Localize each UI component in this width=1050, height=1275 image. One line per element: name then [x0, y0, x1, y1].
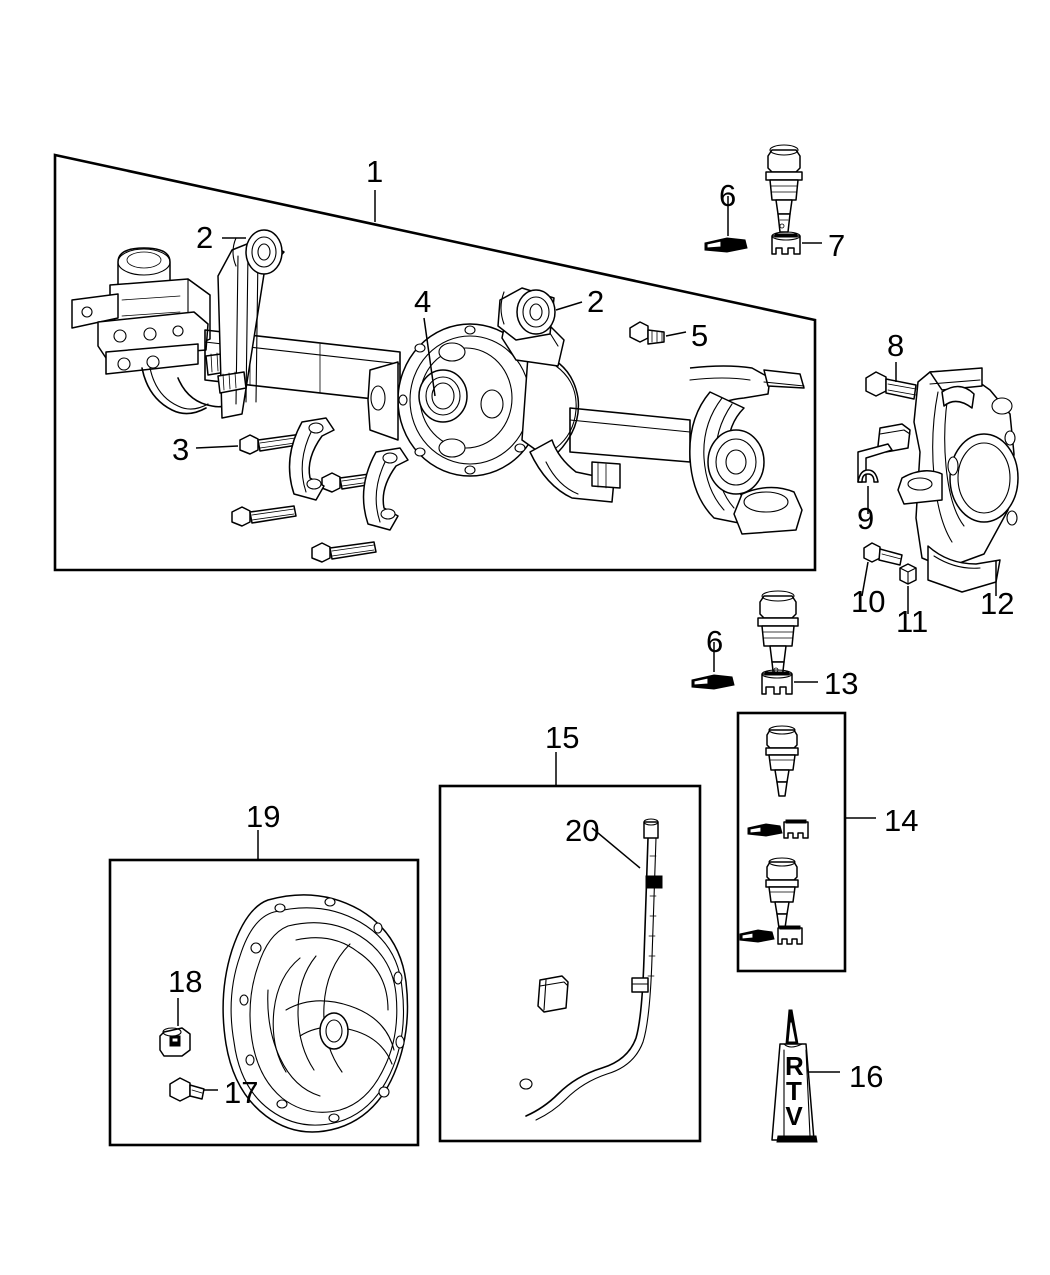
- callout-15[interactable]: 15: [545, 720, 580, 755]
- callout-3[interactable]: 3: [172, 432, 190, 467]
- callout-14[interactable]: 14: [884, 803, 919, 838]
- callout-1[interactable]: 1: [366, 154, 384, 189]
- castle-nut-upper: [771, 231, 801, 255]
- rtv-letter-r: R: [785, 1051, 804, 1081]
- group-14: [736, 711, 847, 973]
- rtv-sealant-tube: [771, 1009, 818, 1143]
- callout-18[interactable]: 18: [168, 964, 203, 999]
- differential-housing: [367, 317, 691, 503]
- callout-4[interactable]: 4: [414, 284, 432, 319]
- leader-10: [861, 561, 869, 597]
- rtv-letter-v: V: [785, 1101, 803, 1131]
- upper-ball-joint: [765, 144, 803, 233]
- callout-13[interactable]: 13: [824, 666, 859, 701]
- knuckle-bolt: [865, 371, 917, 400]
- callout-5[interactable]: 5: [691, 318, 709, 353]
- leader-20: [591, 827, 641, 869]
- group-15: [438, 784, 702, 1143]
- leader-5: [665, 331, 687, 337]
- cotter-pin-upper: [704, 237, 748, 253]
- callout-16[interactable]: 16: [849, 1059, 884, 1094]
- leader-2-right: [555, 301, 583, 311]
- axle-bracket-bolts: [231, 417, 409, 563]
- abs-sensor-bolt: [863, 542, 903, 566]
- callout-7[interactable]: 7: [828, 228, 846, 263]
- rtv-letter-t: T: [786, 1076, 802, 1106]
- steering-gear-assembly: [71, 247, 239, 415]
- brake-hose-bracket: [857, 423, 911, 483]
- callout-17[interactable]: 17: [224, 1075, 259, 1110]
- callout-20[interactable]: 20: [565, 813, 600, 848]
- callout-2-left[interactable]: 2: [196, 220, 214, 255]
- callout-6-upper[interactable]: 6: [719, 178, 737, 213]
- vent-fitting: [629, 321, 665, 345]
- cotter-pin-lower: [691, 674, 735, 690]
- steering-knuckle: [897, 367, 1019, 593]
- nut: [899, 563, 917, 585]
- callout-10[interactable]: 10: [851, 584, 886, 619]
- callout-8[interactable]: 8: [887, 328, 905, 363]
- callout-12[interactable]: 12: [980, 586, 1015, 621]
- callout-11[interactable]: 11: [896, 604, 929, 639]
- castle-nut-lower: [761, 669, 793, 695]
- knuckle-in-group1: [689, 365, 805, 535]
- group-19: [108, 858, 420, 1147]
- upper-link-left: [217, 229, 285, 419]
- callout-9[interactable]: 9: [857, 501, 875, 536]
- leader-4: [423, 317, 436, 397]
- callout-6-lower[interactable]: 6: [706, 624, 724, 659]
- leader-3: [195, 445, 239, 449]
- callout-19[interactable]: 19: [246, 799, 281, 834]
- callout-2-right[interactable]: 2: [587, 284, 605, 319]
- group-1-frame: [53, 153, 817, 572]
- upper-link-right: [497, 287, 556, 341]
- lower-ball-joint: [757, 590, 799, 681]
